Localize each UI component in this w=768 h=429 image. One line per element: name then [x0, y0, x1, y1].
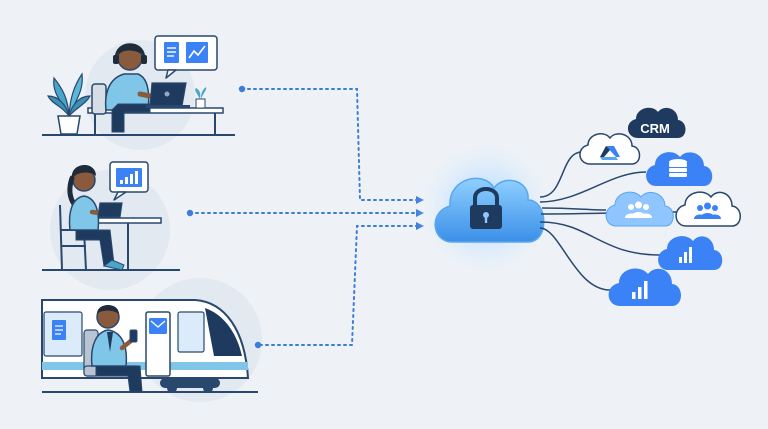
bar-chart-bubble	[109, 161, 149, 201]
central-secure-cloud	[414, 136, 558, 280]
users-group-icon	[694, 202, 721, 219]
cafe-tablet-worker-scene	[42, 161, 180, 290]
lock-icon	[470, 187, 502, 229]
tablet-worker	[67, 164, 125, 271]
google-drive-icon	[600, 146, 620, 160]
plant-icon	[47, 72, 91, 135]
connector-line-train	[259, 225, 419, 346]
crm-cloud: CRM	[627, 107, 686, 138]
line-chart-icon	[186, 42, 208, 63]
chair	[91, 83, 107, 115]
users-cloud-white	[675, 191, 741, 227]
laptop-icon	[146, 82, 190, 108]
home-office-worker-scene	[42, 35, 235, 150]
headset-icon	[114, 43, 146, 59]
crm-label: CRM	[640, 121, 670, 136]
bar-chart-icon	[632, 281, 648, 299]
users-group-icon	[625, 201, 652, 218]
bar-chart-icon	[679, 247, 692, 263]
mail-icon	[149, 318, 167, 334]
analytics-cloud-large	[608, 268, 681, 306]
bar-chart-icon	[116, 168, 142, 187]
document-chart-bubble	[154, 35, 218, 79]
small-plant-icon	[195, 87, 207, 109]
cafe-table	[95, 217, 162, 224]
phone-icon	[129, 329, 138, 343]
connection-lines	[189, 88, 419, 346]
phone-commuter	[90, 305, 143, 393]
database-icon	[669, 159, 687, 177]
database-cloud	[646, 152, 713, 186]
tablet-icon	[97, 202, 123, 218]
train-commuter-scene	[41, 278, 262, 402]
users-cloud-blue	[605, 191, 674, 227]
analytics-cloud-small	[658, 236, 723, 270]
google-drive-cloud	[579, 133, 641, 165]
connector-line-home	[241, 88, 419, 201]
